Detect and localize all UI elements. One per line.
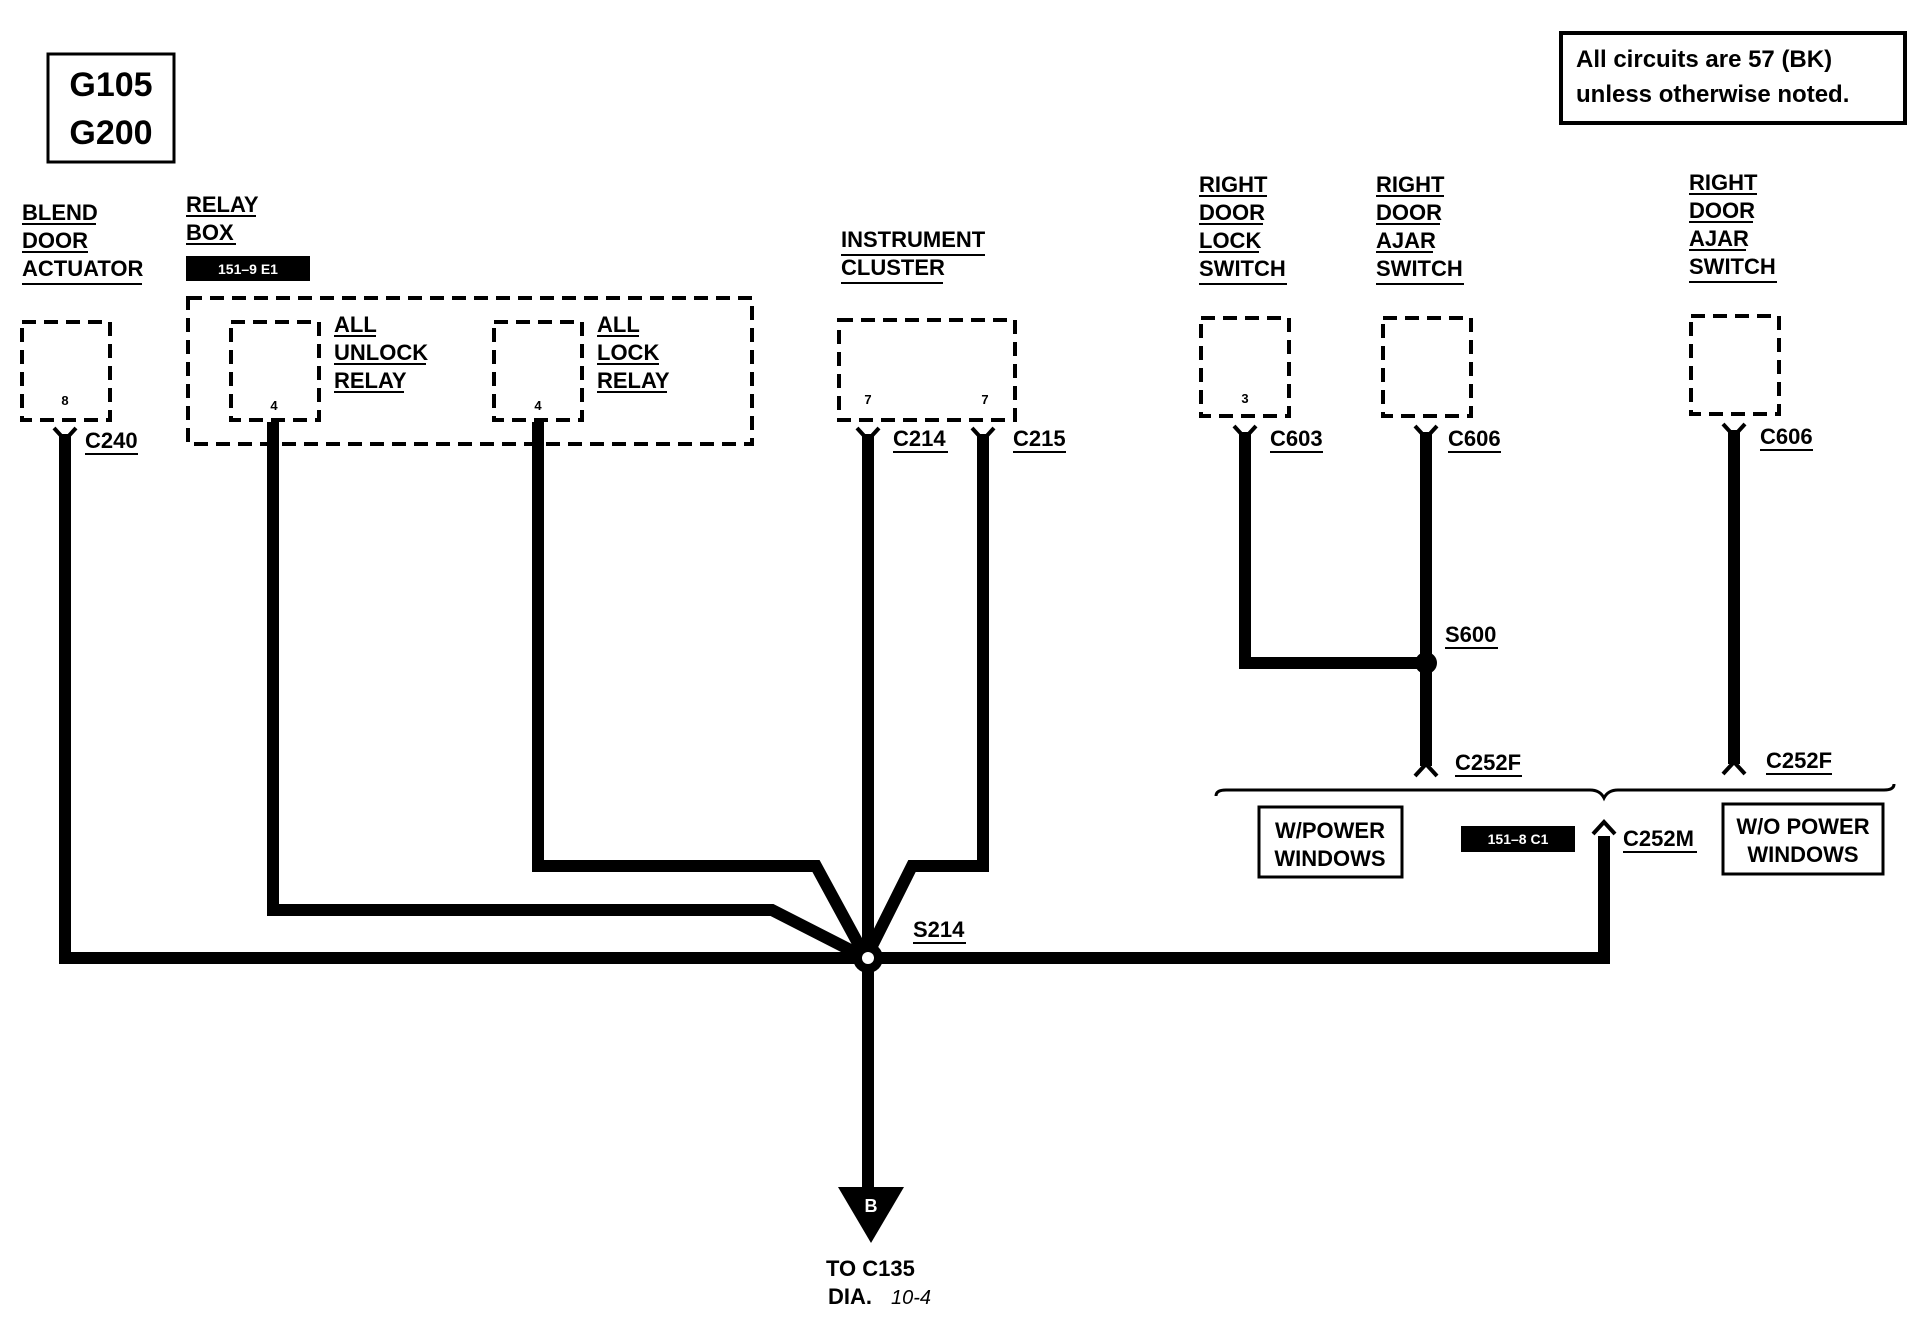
door-ajar-2-label-4: SWITCH bbox=[1689, 254, 1776, 279]
option-with-line2: WINDOWS bbox=[1274, 846, 1385, 871]
option-without-line2: WINDOWS bbox=[1747, 842, 1858, 867]
offpage-dia-prefix: DIA. bbox=[828, 1284, 872, 1309]
door-lock-switch-pin: 3 bbox=[1241, 391, 1248, 406]
offpage-connector-b: B TO C135 DIA. 10-4 bbox=[826, 1187, 931, 1309]
connector-c215: C215 bbox=[1013, 426, 1066, 451]
door-ajar-1-box bbox=[1381, 316, 1473, 418]
lock-relay-label-2: LOCK bbox=[597, 340, 659, 365]
splice-s214: S214 bbox=[853, 917, 966, 973]
ground-id-g105: G105 bbox=[69, 66, 152, 104]
lock-relay-pin: 4 bbox=[534, 398, 542, 413]
option-with-power-windows: W/POWER WINDOWS bbox=[1257, 805, 1404, 879]
right-door-ajar-switch-2: RIGHT DOOR AJAR SWITCH C606 bbox=[1689, 170, 1813, 451]
relay-box-ref: 151–9 E1 bbox=[218, 261, 278, 277]
right-door-ajar-switch-1: RIGHT DOOR AJAR SWITCH C606 bbox=[1376, 172, 1501, 453]
instrument-cluster: INSTRUMENT CLUSTER 7 7 C214 C215 bbox=[837, 227, 1066, 453]
offpage-letter: B bbox=[865, 1196, 878, 1216]
wire-lock-relay bbox=[532, 422, 872, 961]
offpage-destination: TO C135 bbox=[826, 1256, 915, 1281]
door-ajar-2-label-3: AJAR bbox=[1689, 226, 1749, 251]
c252m-ref-badge bbox=[1461, 826, 1575, 852]
connector-c240: C240 bbox=[85, 428, 138, 453]
wires bbox=[59, 422, 1740, 1200]
relay-box-outline bbox=[186, 296, 754, 446]
lock-relay-label-1: ALL bbox=[597, 312, 640, 337]
relay-box-label-2: BOX bbox=[186, 220, 234, 245]
unlock-relay-label-2: UNLOCK bbox=[334, 340, 428, 365]
offpage-dia-ref: 10-4 bbox=[891, 1287, 931, 1309]
instrument-cluster-label-2: CLUSTER bbox=[841, 255, 945, 280]
c252m-ref: 151–8 C1 bbox=[1488, 831, 1549, 847]
connector-c606-1: C606 bbox=[1448, 426, 1501, 451]
connector-c603: C603 bbox=[1270, 426, 1323, 451]
door-ajar-2-box bbox=[1689, 314, 1781, 416]
door-ajar-2-label-2: DOOR bbox=[1689, 198, 1755, 223]
connector-c214: C214 bbox=[893, 426, 946, 451]
relay-box-ref-badge bbox=[186, 256, 310, 281]
ground-id-g200: G200 bbox=[69, 114, 152, 152]
circuit-note-line1: All circuits are 57 (BK) bbox=[1576, 46, 1832, 73]
door-lock-switch-label-4: SWITCH bbox=[1199, 256, 1286, 281]
wire-unlock-relay bbox=[267, 422, 869, 964]
unlock-relay-pin: 4 bbox=[270, 398, 278, 413]
blend-door-label-1: BLEND bbox=[22, 200, 98, 225]
connector-terminals bbox=[52, 422, 1747, 836]
wire-c252m bbox=[866, 836, 1610, 964]
instrument-cluster-pin-right: 7 bbox=[981, 392, 988, 407]
option-without-line1: W/O POWER bbox=[1736, 814, 1869, 839]
door-ajar-1-label-3: AJAR bbox=[1376, 228, 1436, 253]
splice-s600: S600 bbox=[1415, 622, 1498, 674]
relay-box-label-1: RELAY bbox=[186, 192, 259, 217]
wire-c215 bbox=[860, 434, 989, 961]
door-ajar-1-label-2: DOOR bbox=[1376, 200, 1442, 225]
splice-s600-label: S600 bbox=[1445, 622, 1496, 647]
lock-relay-label-3: RELAY bbox=[597, 368, 670, 393]
door-lock-switch-label-3: LOCK bbox=[1199, 228, 1261, 253]
connector-c252f-1: C252F bbox=[1455, 750, 1521, 775]
instrument-cluster-box bbox=[837, 318, 1017, 422]
option-with-line1: W/POWER bbox=[1275, 818, 1385, 843]
right-door-lock-switch: RIGHT DOOR LOCK SWITCH 3 C603 bbox=[1199, 172, 1323, 453]
wire-c603 bbox=[1239, 432, 1426, 669]
option-brace bbox=[1214, 783, 1896, 802]
circuit-note-line2: unless otherwise noted. bbox=[1576, 81, 1849, 108]
blend-door-label-2: DOOR bbox=[22, 228, 88, 253]
unlock-relay-box bbox=[229, 320, 321, 422]
door-lock-switch-label-1: RIGHT bbox=[1199, 172, 1268, 197]
unlock-relay-label-1: ALL bbox=[334, 312, 377, 337]
door-ajar-1-label-1: RIGHT bbox=[1376, 172, 1445, 197]
blend-door-pin: 8 bbox=[61, 393, 68, 408]
instrument-cluster-pin-left: 7 bbox=[864, 392, 871, 407]
option-without-power-windows: W/O POWER WINDOWS bbox=[1721, 802, 1885, 876]
blend-door-label-3: ACTUATOR bbox=[22, 256, 144, 281]
instrument-cluster-label-1: INSTRUMENT bbox=[841, 227, 986, 252]
connector-c252m: C252M bbox=[1623, 826, 1694, 851]
connector-c252f-2: C252F bbox=[1766, 748, 1832, 773]
blend-door-box bbox=[20, 320, 112, 422]
connector-c606-2: C606 bbox=[1760, 424, 1813, 449]
blend-door-actuator: BLEND DOOR ACTUATOR 8 C240 bbox=[20, 200, 144, 455]
ground-id-box: G105 G200 bbox=[46, 52, 176, 164]
unlock-relay-label-3: RELAY bbox=[334, 368, 407, 393]
door-ajar-2-label-1: RIGHT bbox=[1689, 170, 1758, 195]
relay-box: RELAY BOX 151–9 E1 4 ALL UNLOCK RELAY 4 … bbox=[186, 192, 754, 446]
door-ajar-1-label-4: SWITCH bbox=[1376, 256, 1463, 281]
c252-connectors: C252F C252F 151–8 C1 C252M bbox=[1214, 748, 1896, 853]
splice-s214-label: S214 bbox=[913, 917, 965, 942]
lock-relay-box bbox=[492, 320, 584, 422]
circuit-note-box: All circuits are 57 (BK) unless otherwis… bbox=[1559, 31, 1907, 125]
door-lock-switch-label-2: DOOR bbox=[1199, 200, 1265, 225]
door-lock-switch-box bbox=[1199, 316, 1291, 418]
wire-blend-door bbox=[59, 434, 866, 964]
